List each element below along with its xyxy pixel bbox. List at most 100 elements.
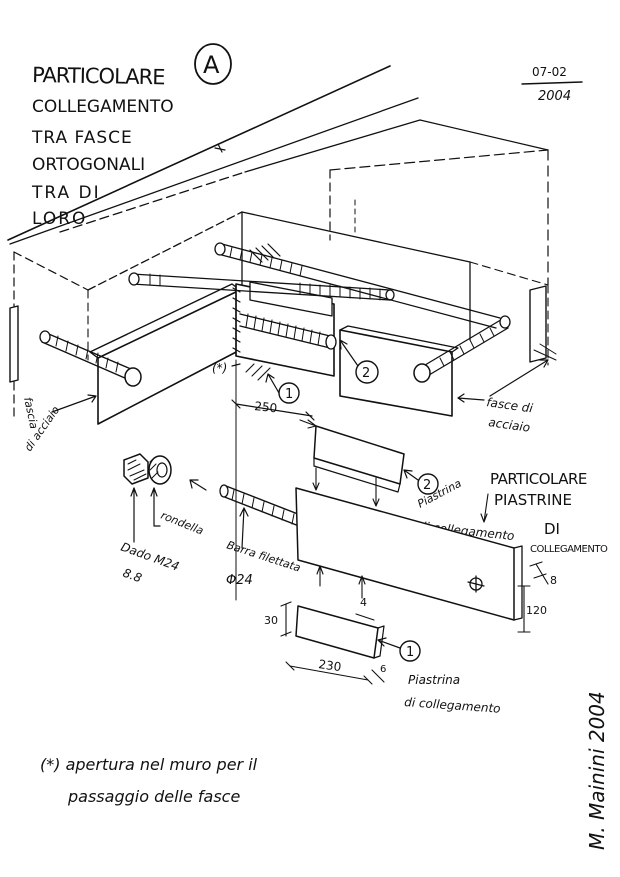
- plate-2-guide-left: [312, 467, 320, 491]
- dimension-4: 4: [355, 596, 375, 621]
- rod-axis-arrow: [189, 479, 207, 491]
- ceiling-line-2: [9, 97, 419, 245]
- ceiling-lines: [7, 65, 549, 286]
- rod-diagonal-thread: [229, 246, 303, 277]
- long-plate-face: [295, 487, 515, 621]
- dim-6-text: 6: [380, 664, 386, 675]
- wall-lines: [13, 211, 549, 421]
- left-strap-face: [97, 289, 241, 425]
- callout-1-main-leader: [265, 373, 280, 394]
- right-steel-strap: [339, 285, 557, 417]
- dim-250-text: 250: [254, 399, 278, 415]
- signature-block: M. Mainini 2004: [585, 691, 609, 850]
- title-line-1: COLLEGAMENTO: [32, 97, 174, 117]
- dim-230-line: [289, 665, 369, 681]
- label-barra-1: Barra filettata: [225, 538, 302, 574]
- wall-top-edge: [87, 211, 243, 291]
- label-fasce-right-leader-2: [489, 359, 549, 397]
- label-dado-2: 8.8: [121, 566, 144, 586]
- small-plate-top: [249, 281, 333, 317]
- callout-2-plate-circle: [417, 473, 439, 495]
- dimension-30: 30: [264, 601, 292, 637]
- label-fascia-left-leader: [51, 394, 97, 413]
- right-end-plate: [529, 285, 547, 363]
- rod-right-nut: [413, 363, 431, 383]
- ceiling-sketch-cross: [214, 143, 226, 153]
- rod-left-end: [39, 330, 51, 344]
- rod-right-end: [499, 315, 511, 329]
- rod-left-bottom: [41, 341, 135, 383]
- washer-outer: [148, 455, 172, 485]
- callout-2-main-circle: [355, 360, 379, 384]
- ceiling-dashed-2: [244, 119, 421, 173]
- rod-center-top: [239, 313, 331, 337]
- date-underline: [521, 81, 583, 85]
- footnote-line-2: passaggio delle fasce: [67, 787, 240, 806]
- callout-1-plate: 1: [406, 645, 414, 660]
- title-block: PARTICOLARE A COLLEGAMENTO TRA FASCE ORT…: [31, 43, 232, 229]
- title-line-2: TRA FASCE: [31, 128, 133, 148]
- title-line-3: ORTOGONALI: [32, 155, 145, 175]
- asterisk-marker: (*): [212, 361, 227, 375]
- dimension-6: 6: [371, 664, 386, 683]
- washer-hatch: [149, 457, 159, 479]
- ceiling-right-1: [419, 119, 549, 151]
- dim-230-ticks: [285, 661, 373, 685]
- plate-2-guide-right: [372, 477, 380, 507]
- rod-right-thread: [439, 327, 495, 367]
- title-line-5: LORO: [32, 209, 87, 229]
- wall-opening: [232, 243, 335, 381]
- long-plate-arrow-left: [316, 565, 324, 587]
- signature-text: M. Mainini 2004: [585, 691, 609, 850]
- pp-line-3: DI: [544, 520, 560, 538]
- dim-120-text: 120: [526, 604, 547, 617]
- rod-right-top: [419, 317, 505, 369]
- dim-8-ticks: [529, 561, 547, 579]
- dim-30-ticks: [280, 601, 292, 637]
- right-end-hatch: [533, 343, 557, 361]
- rod-diagonal-top: [221, 243, 501, 319]
- dim-8-text: 8: [550, 574, 557, 587]
- rod-upper-thread: [149, 273, 381, 301]
- plate-2-body: [313, 425, 405, 485]
- label-rondella: rondella: [159, 509, 206, 538]
- long-plate-arrow-right: [358, 575, 366, 599]
- rod-diagonal-bottom: [217, 253, 497, 329]
- callout-2-plate: 2: [423, 478, 431, 493]
- installed-rods: [39, 242, 511, 387]
- left-wall-top: [13, 251, 89, 291]
- nut-hatch: [127, 459, 147, 481]
- dim-250-tick-right: [305, 411, 315, 421]
- plate-1: 30 4 230 6 1 Piastrina di collegamento: [264, 596, 501, 716]
- particolare-piastrine: PARTICOLARE PIASTRINE DI COLLEGAMENTO: [490, 470, 608, 555]
- rondella-leader: [150, 487, 161, 527]
- long-plate-hole: [469, 577, 483, 591]
- date-day-month: 07-02: [532, 65, 567, 79]
- rod-center-end: [325, 334, 337, 350]
- particolare-leader: [480, 493, 489, 523]
- rod-upper-bottom: [131, 283, 391, 301]
- label-piastrina-1-1: Piastrina: [408, 673, 460, 687]
- detail-letter: A: [203, 51, 220, 79]
- ceiling-long-line: [7, 65, 391, 241]
- label-fasce-right-2: acciaio: [488, 415, 531, 435]
- dimension-230: 230: [285, 657, 373, 685]
- left-end-plate: [9, 305, 19, 383]
- dim-4-text: 4: [360, 596, 367, 609]
- label-fasce-right-leader-1: [457, 393, 485, 403]
- plate-2-depth: [313, 457, 401, 493]
- wall-long-edge: [241, 211, 471, 263]
- right-strap-face: [339, 329, 453, 417]
- rod-center-thread: [245, 313, 321, 346]
- callout-2-main: 2: [362, 366, 370, 381]
- dim-6-line: [371, 669, 385, 683]
- dim-120-ticks: [517, 585, 531, 633]
- rod-left-thread: [55, 335, 119, 373]
- callout-1-main: 1: [285, 387, 293, 402]
- label-fasce-right-1: fasce di: [486, 395, 535, 415]
- label-piastrina-1-2: di collegamento: [404, 695, 501, 716]
- dado-leader: [130, 487, 138, 543]
- label-barra-2: Φ24: [226, 573, 253, 588]
- ceiling-dashed-1: [59, 171, 246, 233]
